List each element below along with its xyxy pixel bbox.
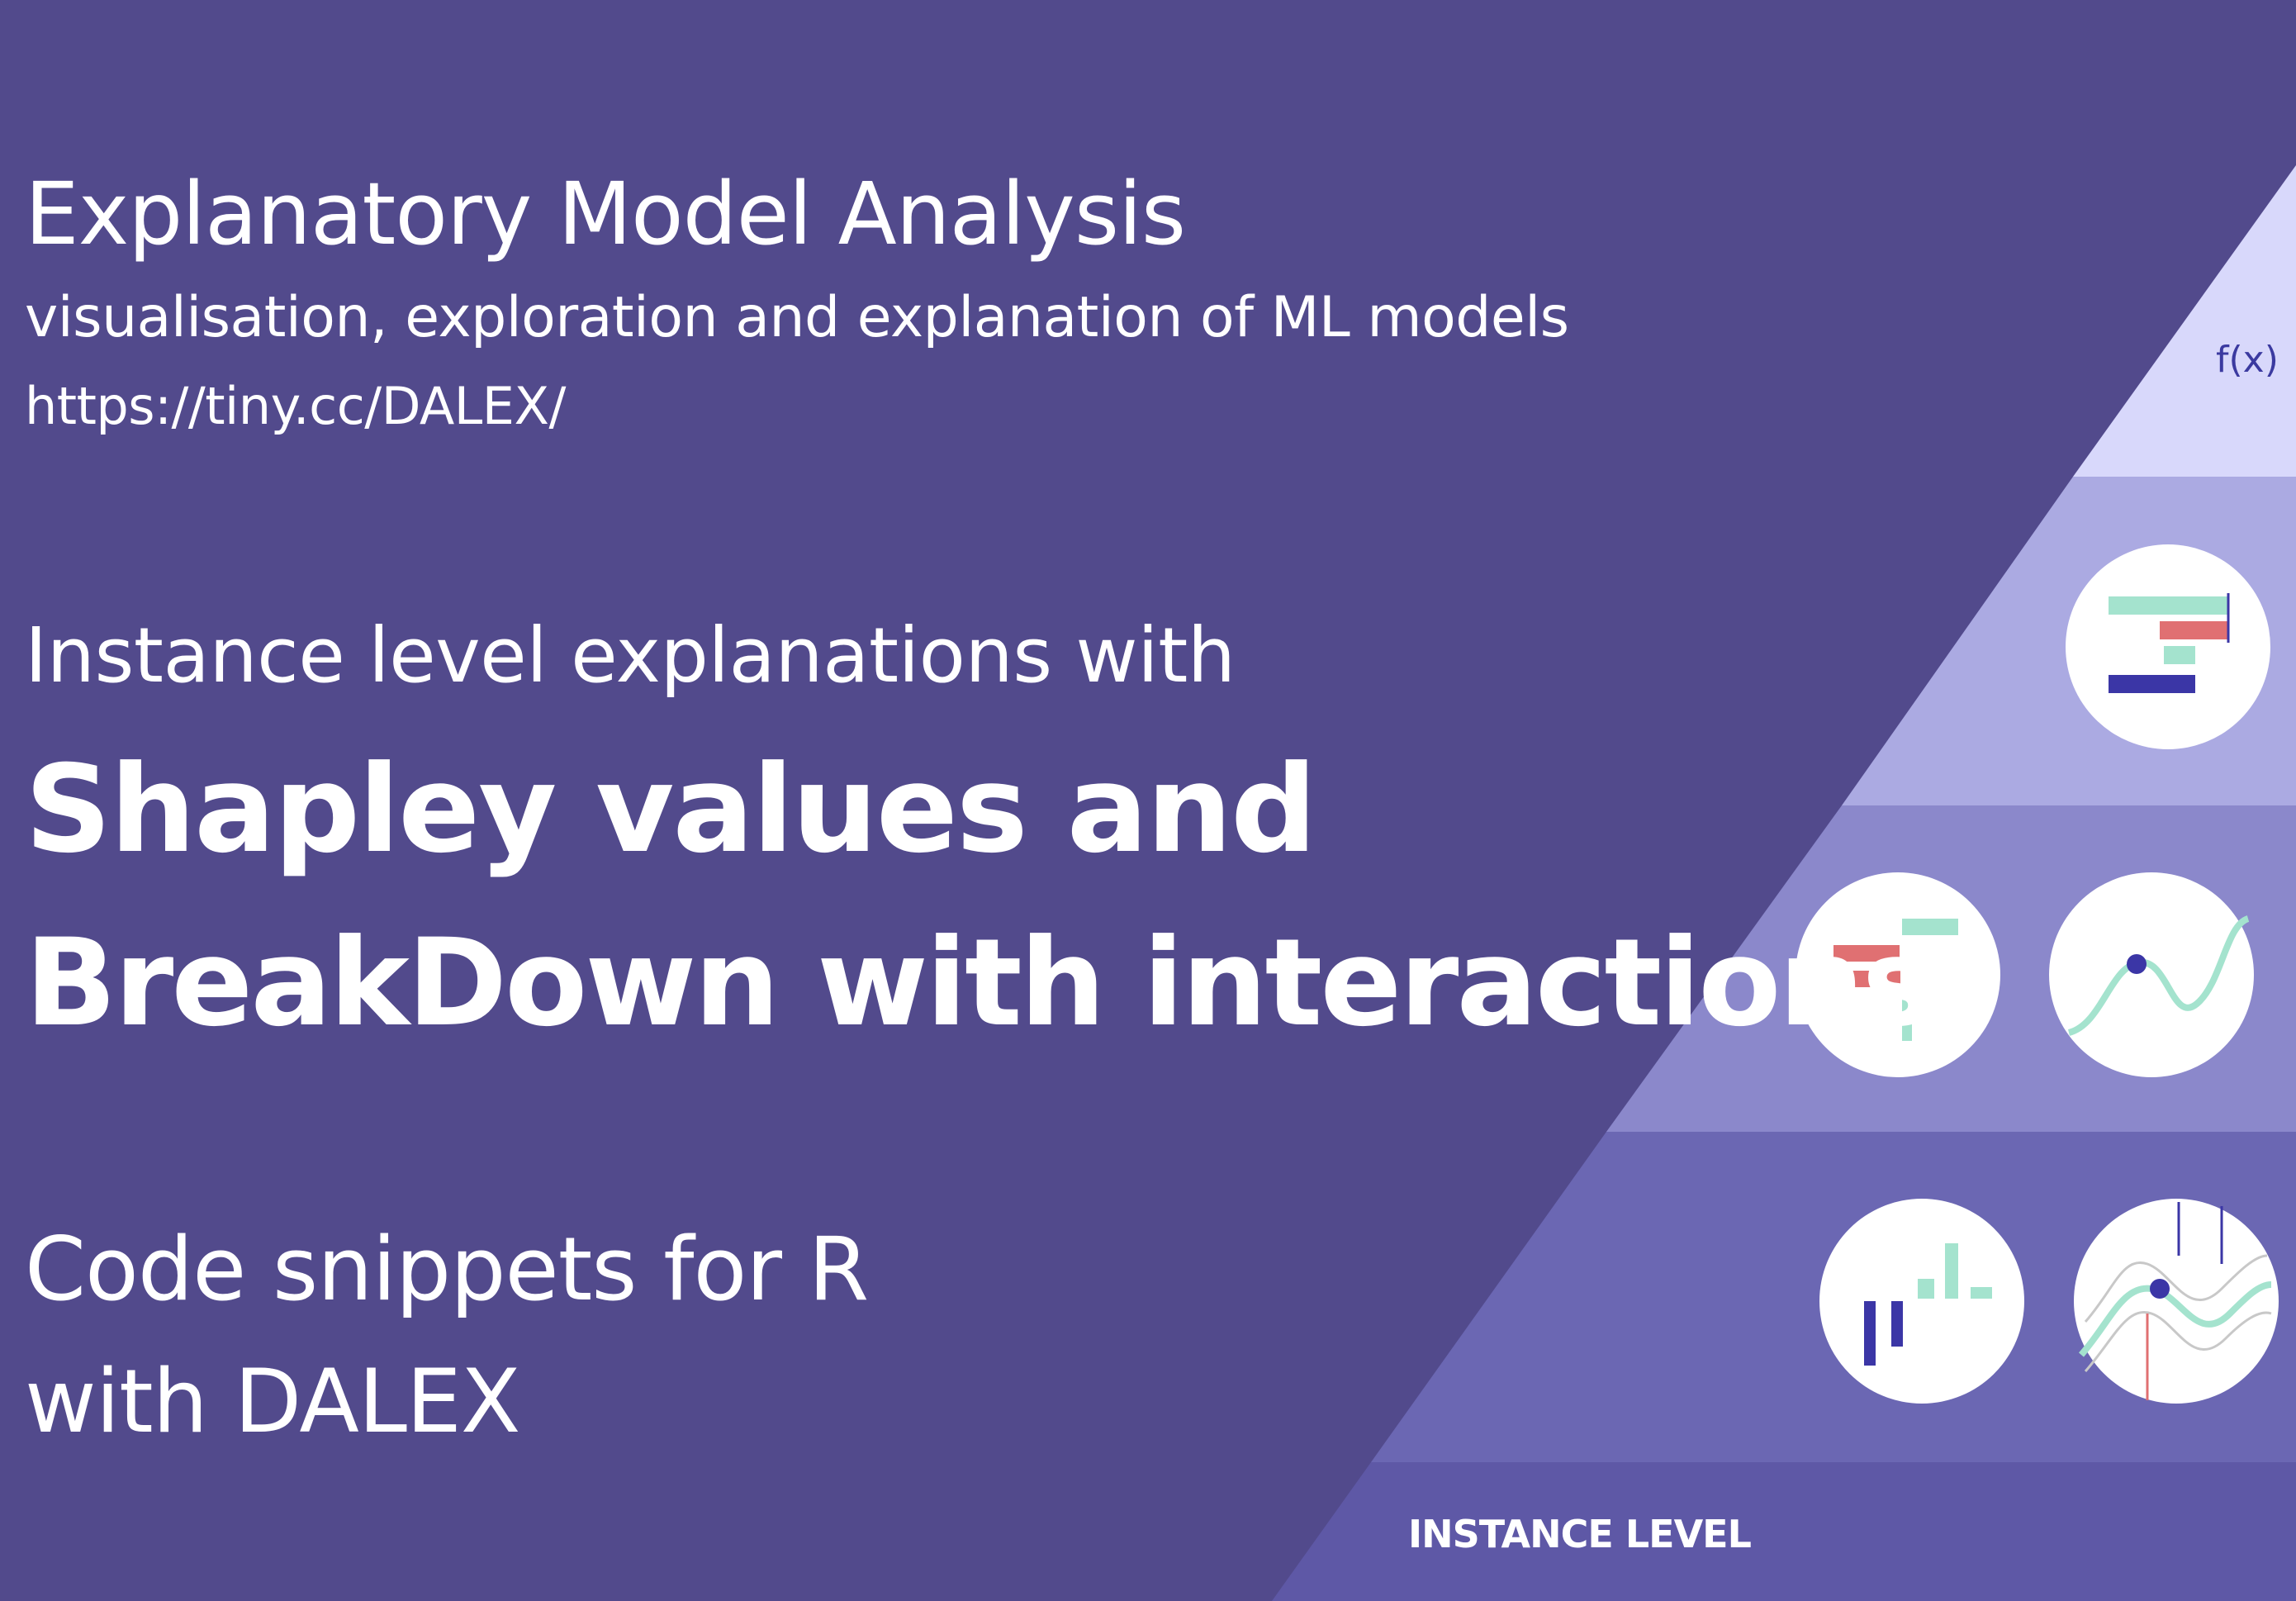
headline-line-2: BreakDown with interactions	[25, 913, 1933, 1053]
intro-text: Instance level explanations with	[25, 611, 1236, 700]
bar-chart-icon	[1819, 1199, 2024, 1404]
profile-curve-icon	[2049, 872, 2254, 1077]
snippet-line-1: Code snippets for R	[25, 1219, 869, 1320]
pyramid-tier-top	[2073, 165, 2296, 477]
snippet-line-2: with DALEX	[25, 1351, 520, 1452]
breakdown-chart-icon	[2066, 544, 2270, 749]
source-url: https://tiny.cc/DALEX/	[25, 376, 566, 436]
page-title: Explanatory Model Analysis	[25, 164, 1186, 264]
instance-level-label: INSTANCE LEVEL	[1408, 1512, 1752, 1556]
ceteris-paribus-icon	[2074, 1199, 2279, 1404]
shapley-bars-icon	[1796, 872, 2000, 1077]
fx-label: f(x)	[2216, 339, 2279, 381]
page-subtitle: visualisation, exploration and explanati…	[25, 285, 1569, 350]
pyramid-tier-bottom	[1272, 1462, 2296, 1601]
headline-line-1: Shapley values and	[25, 739, 1317, 880]
